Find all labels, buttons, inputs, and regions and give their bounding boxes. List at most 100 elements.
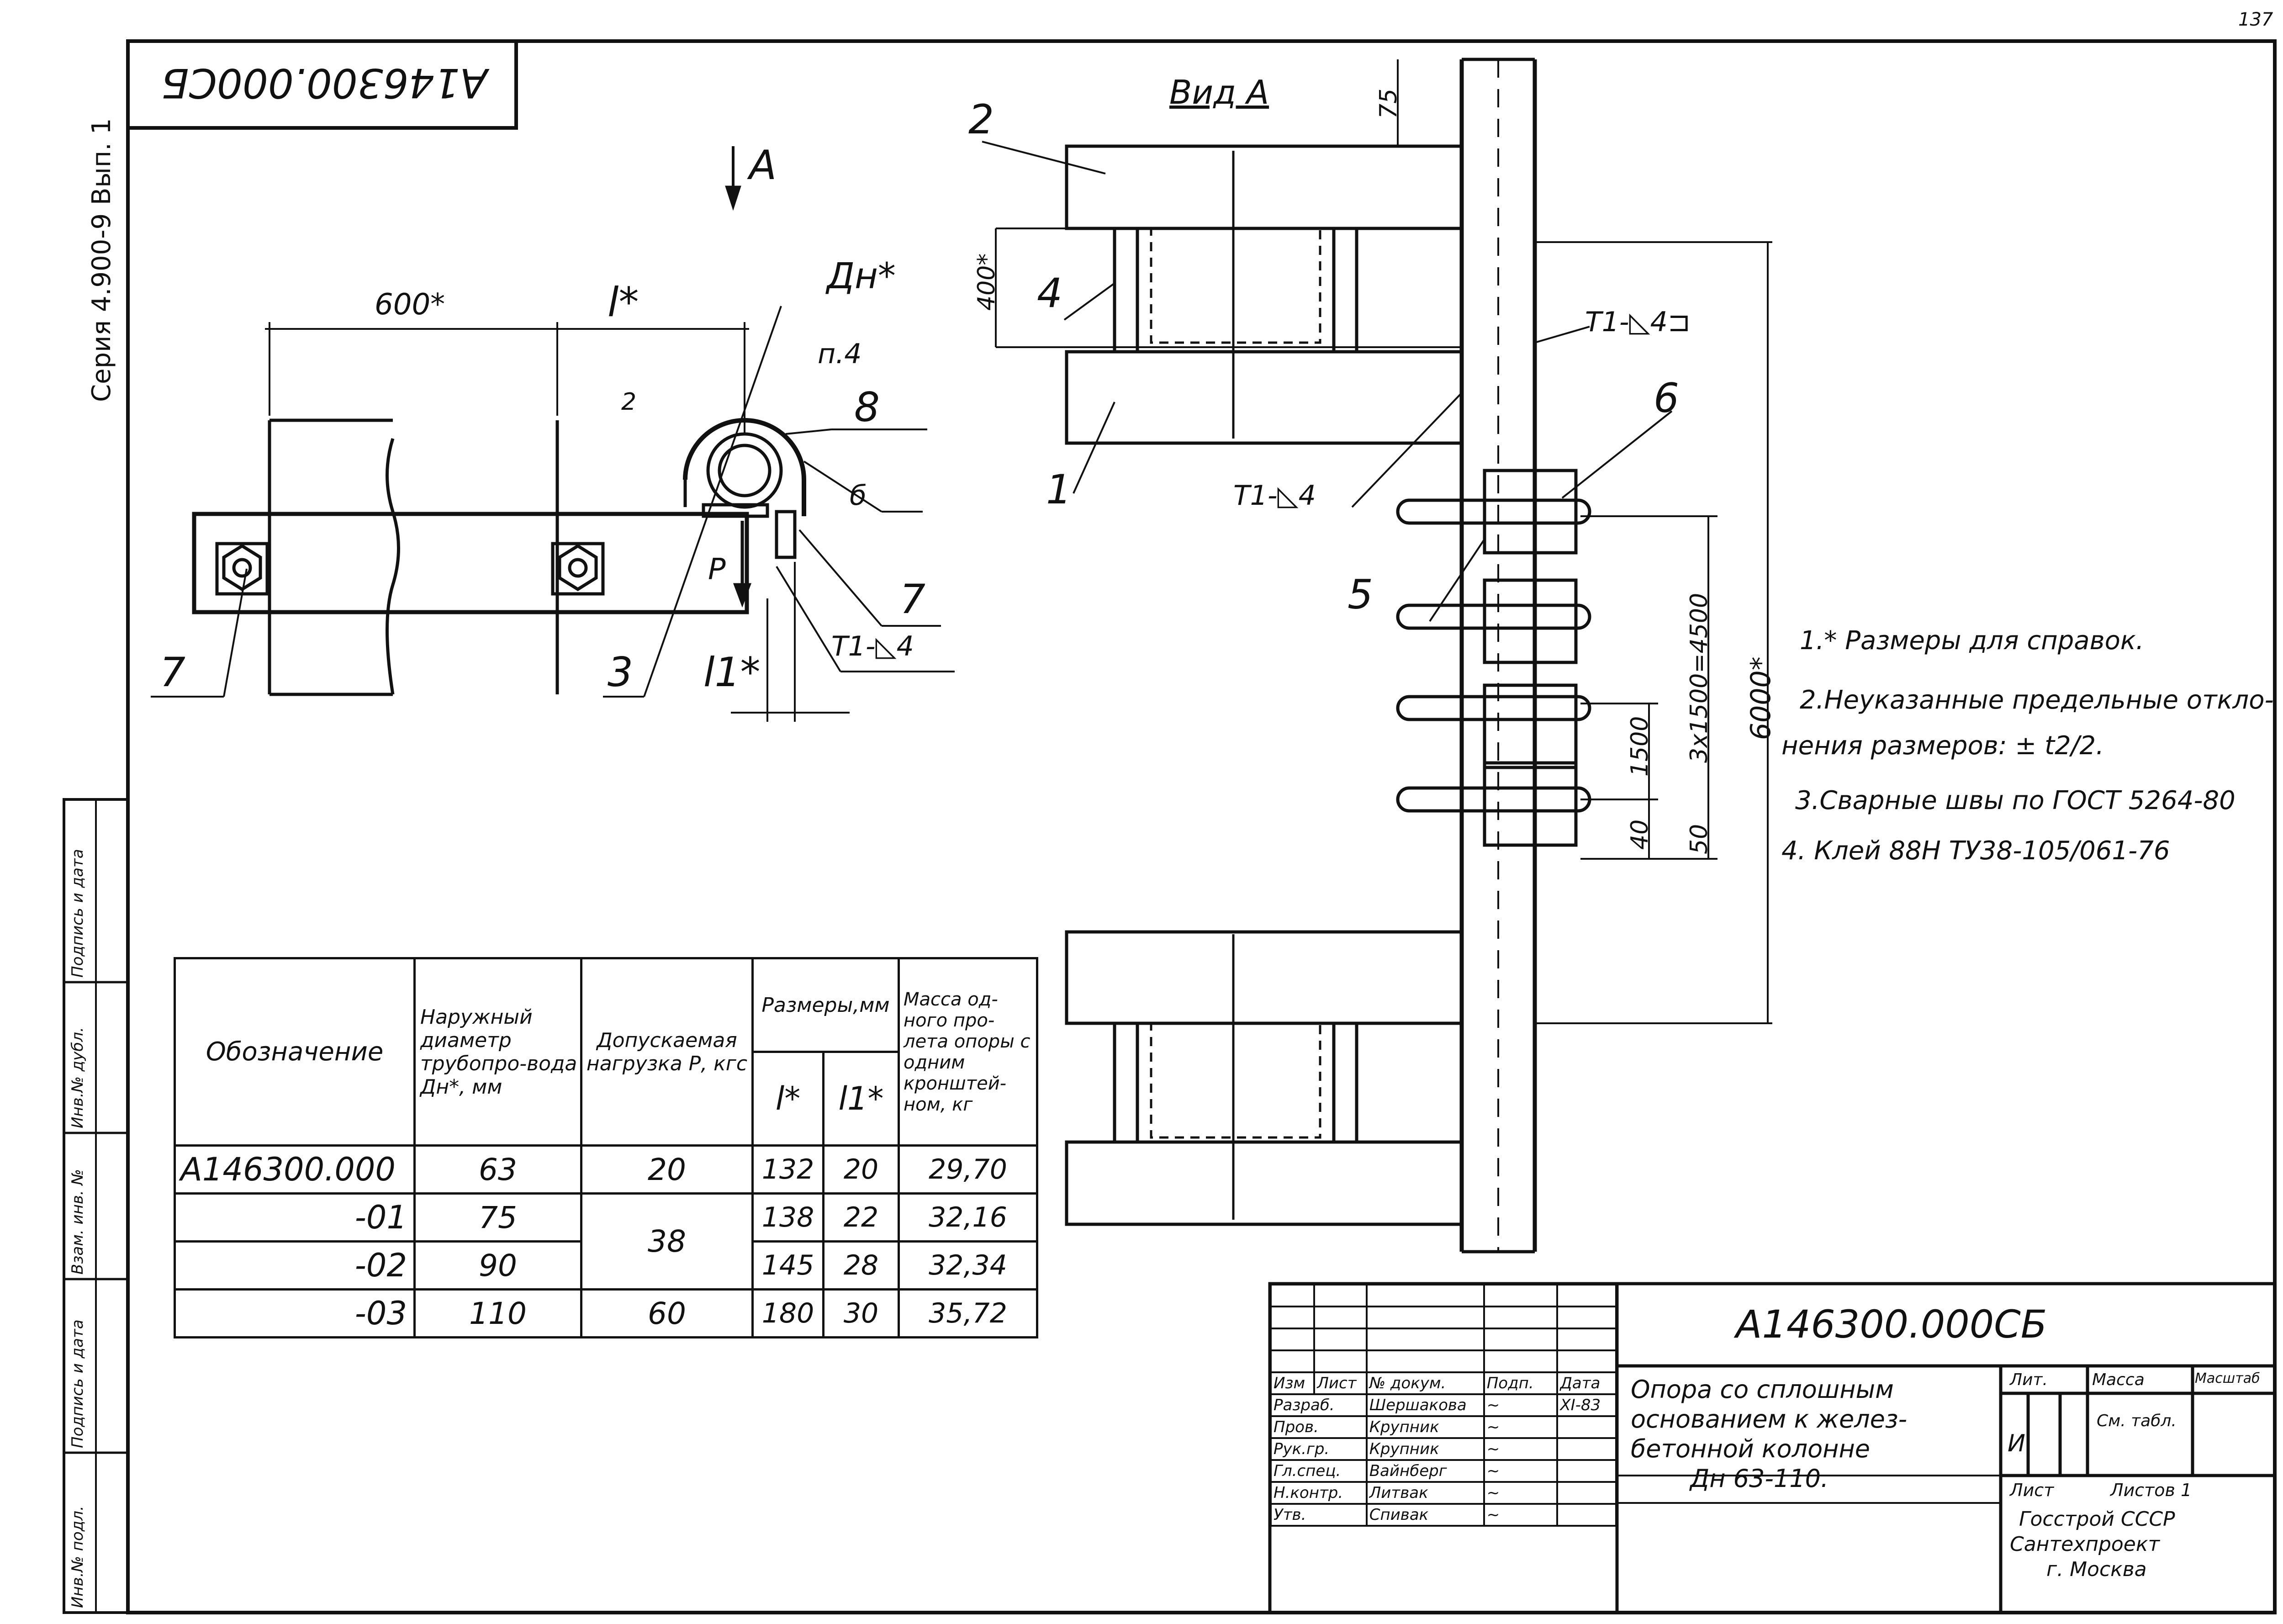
dim-p: Р: [708, 553, 726, 587]
th-designation: Обозначение: [174, 957, 416, 1147]
callout-1: 1: [1046, 466, 1072, 513]
date-developer: XI-83: [1556, 1393, 1617, 1417]
table-row: -02 90 145 28 32,34: [174, 1240, 1038, 1291]
view-arrow-label: А: [749, 142, 777, 189]
callout-4: 4: [1037, 270, 1062, 317]
dim-1500: 1500: [1626, 716, 1654, 777]
title-block-code: A146300.000СБ: [1736, 1302, 2047, 1347]
dim-400: 400*: [973, 253, 1000, 311]
row-designation: -01: [174, 1192, 416, 1243]
role-checker: Пров.: [1270, 1415, 1368, 1439]
side-stamp-1: Подпись и дата: [69, 849, 87, 978]
name-approver: Спивак: [1365, 1503, 1485, 1527]
view-a: [982, 58, 1772, 1254]
spec-table: Обозначение Наружный диаметр трубопро-во…: [174, 957, 1038, 1338]
title-line-2: основанием к желез-: [1631, 1405, 1908, 1434]
role-chief-spec: Гл.спец.: [1270, 1459, 1368, 1483]
signature-icon: ~: [1483, 1503, 1559, 1527]
series-label: Серия 4.900-9 Вып. 1: [87, 118, 116, 402]
row-designation: -03: [174, 1288, 416, 1338]
name-chief-spec: Вайнберг: [1365, 1459, 1485, 1483]
org-line-3: г. Москва: [2046, 1558, 2147, 1581]
name-norm-control: Литвак: [1365, 1481, 1485, 1505]
page-number: 137: [2238, 9, 2273, 30]
lit-value: И: [2008, 1430, 2025, 1457]
name-developer: Шершакова: [1365, 1393, 1485, 1417]
row-mass: 32,16: [898, 1192, 1038, 1243]
weld-3: Т1-◺4: [831, 630, 914, 662]
row-diameter: 90: [413, 1240, 582, 1291]
signature-icon: ~: [1483, 1459, 1559, 1483]
row-l1: 28: [822, 1240, 900, 1291]
signature-icon: ~: [1483, 1437, 1559, 1461]
dim-l1: l1*: [703, 649, 761, 696]
dim-b: б: [850, 480, 867, 512]
role-approver: Утв.: [1270, 1503, 1368, 1527]
callout-5: 5: [1348, 571, 1373, 618]
row-l1: 20: [822, 1144, 900, 1195]
row-diameter: 75: [413, 1192, 582, 1243]
th-l: l*: [751, 1051, 824, 1147]
dim-75: 75: [1375, 88, 1402, 119]
name-group-lead: Крупник: [1365, 1437, 1485, 1461]
th-mass: Масса од-ного про-лета опоры с одним кро…: [898, 957, 1038, 1147]
side-stamp-2: Инв.№ дубл.: [69, 1027, 87, 1128]
section-view: [151, 146, 955, 722]
signature-icon: ~: [1483, 1481, 1559, 1505]
callout-8: 8: [854, 384, 880, 431]
col-date: Дата: [1556, 1371, 1617, 1395]
row-load: 60: [580, 1288, 754, 1338]
lit-label: Лит.: [2010, 1370, 2048, 1389]
row-l: 180: [751, 1288, 824, 1338]
row-l: 138: [751, 1192, 824, 1243]
dim-4500: 3х1500=4500: [1686, 592, 1713, 763]
dim-600: 600*: [375, 288, 445, 322]
sheets-label: Листов 1: [2110, 1480, 2192, 1500]
col-list: Лист: [1313, 1371, 1368, 1395]
row-designation: A146300.000: [174, 1144, 416, 1195]
row-mass: 32,34: [898, 1240, 1038, 1291]
title-line-1: Опора со сплошным: [1631, 1375, 1894, 1404]
sheet-label: Лист: [2010, 1480, 2054, 1500]
row-diameter: 63: [413, 1144, 582, 1195]
mass-label: Масса: [2092, 1370, 2145, 1389]
callout-7-right: 7: [900, 576, 925, 623]
dim-p4: п.4: [818, 338, 862, 370]
name-checker: Крупник: [1365, 1415, 1485, 1439]
signature-grid: Изм Лист № докум. Подп. Дата Разраб. Шер…: [1269, 1284, 1617, 1527]
role-developer: Разраб.: [1270, 1393, 1368, 1417]
col-izm: Изм: [1269, 1371, 1316, 1395]
th-sizes: Размеры,мм: [751, 957, 900, 1053]
side-stamp-3: Взам. инв. №: [69, 1169, 87, 1275]
dim-2: 2: [621, 388, 637, 416]
row-diameter: 110: [413, 1288, 582, 1338]
row-l1: 22: [822, 1192, 900, 1243]
th-diameter: Наружный диаметр трубопро-вода Дн*, мм: [413, 957, 582, 1147]
row-l: 132: [751, 1144, 824, 1195]
row-load: 38: [580, 1192, 754, 1291]
view-a-label: Вид А: [1169, 73, 1269, 111]
callout-3: 3: [608, 649, 633, 696]
role-group-lead: Рук.гр.: [1270, 1437, 1368, 1461]
note-4: 4. Клей 88Н ТУ38-105/061-76: [1781, 836, 2170, 866]
row-designation: -02: [174, 1240, 416, 1291]
note-2b: нения размеров: ± t2/2.: [1781, 731, 2104, 761]
th-l1: l1*: [822, 1051, 900, 1147]
th-load: Допускаемая нагрузка Р, кгс: [580, 957, 754, 1147]
row-mass: 29,70: [898, 1144, 1038, 1195]
role-norm-control: Н.контр.: [1270, 1481, 1368, 1505]
dim-50: 50: [1686, 824, 1713, 854]
row-mass: 35,72: [898, 1288, 1038, 1338]
title-line-4: Дн 63-110.: [1690, 1464, 1829, 1493]
table-row: -01 75 38 138 22 32,16: [174, 1192, 1038, 1291]
callout-7-left: 7: [160, 649, 185, 696]
note-2a: 2.Неуказанные предельные откло-: [1800, 685, 2274, 715]
row-load: 20: [580, 1144, 754, 1195]
signature-icon: ~: [1483, 1415, 1559, 1439]
col-sign: Подп.: [1483, 1371, 1559, 1395]
dim-6000: 6000*: [1745, 656, 1777, 740]
row-l1: 30: [822, 1288, 900, 1338]
side-stamp-4: Подпись и дата: [69, 1319, 87, 1448]
sheet-frame: [126, 39, 2277, 1614]
